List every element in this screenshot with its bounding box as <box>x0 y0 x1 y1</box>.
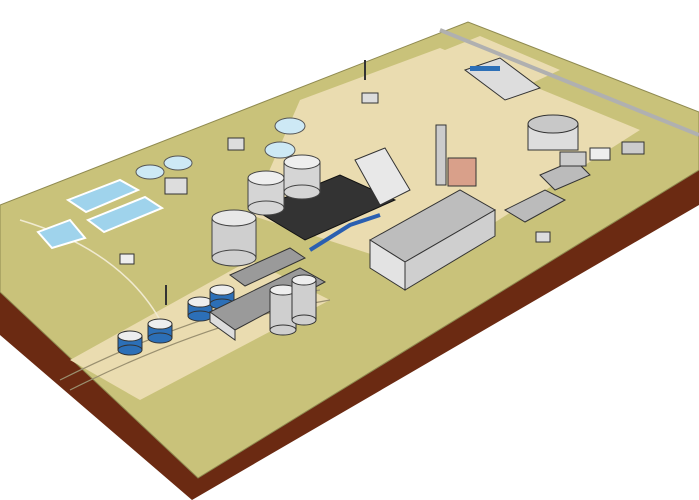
small-building <box>621 141 645 155</box>
small-building <box>119 253 135 265</box>
conveyor <box>308 213 381 252</box>
building-east <box>503 189 567 223</box>
blue-tank <box>187 296 213 322</box>
pond <box>36 218 87 250</box>
tower <box>435 124 447 186</box>
storage-tank-large <box>283 154 321 200</box>
silo <box>211 209 257 267</box>
pond <box>65 178 141 214</box>
pond <box>85 195 165 234</box>
small-building <box>164 177 188 195</box>
blue-tank <box>117 330 143 356</box>
clarifier <box>163 155 193 171</box>
red-building <box>447 157 477 187</box>
main-building-wall <box>404 209 496 291</box>
small-building <box>361 92 379 104</box>
small-building <box>535 231 551 243</box>
clarifier <box>264 141 296 159</box>
storage-tank-large <box>247 170 285 216</box>
clarifier <box>135 164 165 180</box>
hangar <box>527 114 579 151</box>
warehouse-wall <box>209 311 236 341</box>
small-building <box>589 147 611 161</box>
silo <box>291 274 317 326</box>
boiler-house <box>354 147 411 206</box>
small-building <box>559 151 587 167</box>
blue-roof-strip <box>470 66 500 71</box>
road <box>439 28 699 137</box>
path <box>19 219 161 321</box>
warehouse <box>229 247 307 287</box>
blue-tank <box>147 318 173 344</box>
clarifier <box>274 117 306 135</box>
small-building <box>227 137 245 151</box>
